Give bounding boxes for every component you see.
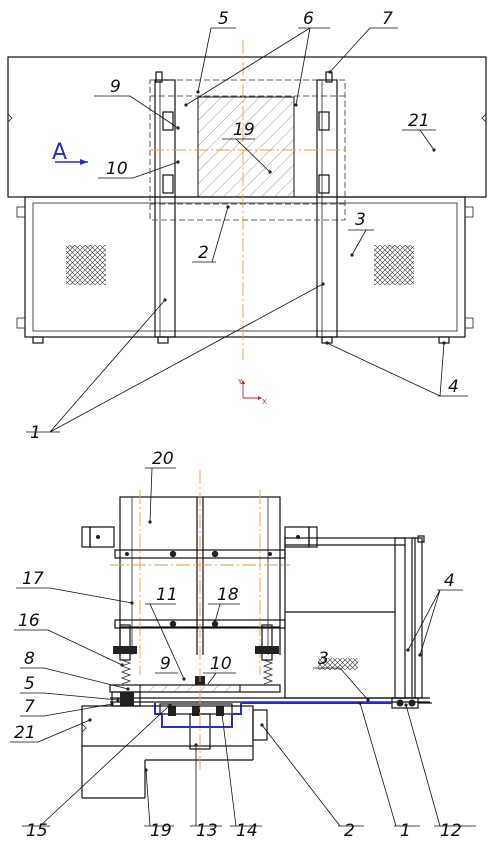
side-view: 20 17 11 18 16 9 10 3 4 (10, 449, 476, 841)
mesh-right (374, 245, 414, 285)
svg-text:11: 11 (156, 585, 178, 605)
svg-text:19: 19 (233, 120, 255, 140)
svg-text:2: 2 (344, 821, 355, 841)
svg-text:4: 4 (448, 377, 459, 397)
svg-text:1: 1 (400, 821, 411, 841)
svg-text:X: X (262, 398, 267, 406)
svg-text:12: 12 (440, 821, 462, 841)
callouts-top: 5 6 7 9 10 19 21 2 3 (26, 9, 468, 443)
svg-text:21: 21 (14, 723, 36, 743)
svg-text:16: 16 (18, 611, 40, 631)
channel-15 (154, 703, 242, 728)
base-21 (81, 705, 254, 747)
svg-text:Y: Y (237, 378, 243, 386)
svg-text:3: 3 (355, 210, 366, 230)
svg-text:10: 10 (210, 654, 232, 674)
svg-text:19: 19 (150, 821, 172, 841)
svg-text:2: 2 (198, 243, 209, 263)
axis-indicator: Y X (237, 378, 267, 406)
callouts-side: 20 17 11 18 16 9 10 3 4 (10, 449, 476, 841)
mesh-left (66, 245, 106, 285)
svg-text:14: 14 (236, 821, 258, 841)
svg-text:18: 18 (217, 585, 239, 605)
svg-text:17: 17 (22, 569, 44, 589)
svg-text:6: 6 (303, 9, 314, 29)
svg-text:3: 3 (318, 649, 329, 669)
svg-text:5: 5 (218, 9, 229, 29)
svg-text:9: 9 (110, 77, 121, 97)
svg-text:1: 1 (30, 423, 41, 443)
svg-text:13: 13 (196, 821, 218, 841)
svg-text:10: 10 (106, 159, 128, 179)
svg-text:7: 7 (382, 9, 393, 29)
svg-text:8: 8 (24, 649, 35, 669)
svg-text:15: 15 (26, 821, 48, 841)
springs (113, 624, 279, 685)
column-right (316, 79, 338, 338)
svg-text:21: 21 (408, 111, 430, 131)
specimen-19 (197, 96, 295, 198)
svg-text:7: 7 (24, 697, 35, 717)
svg-text:4: 4 (444, 571, 455, 591)
top-view: A 5 6 7 9 10 19 21 (7, 9, 487, 443)
side-mesh (318, 658, 358, 670)
view-marker-a: A (52, 140, 67, 165)
svg-text:9: 9 (160, 654, 171, 674)
svg-text:5: 5 (24, 674, 35, 694)
svg-text:20: 20 (152, 449, 174, 469)
